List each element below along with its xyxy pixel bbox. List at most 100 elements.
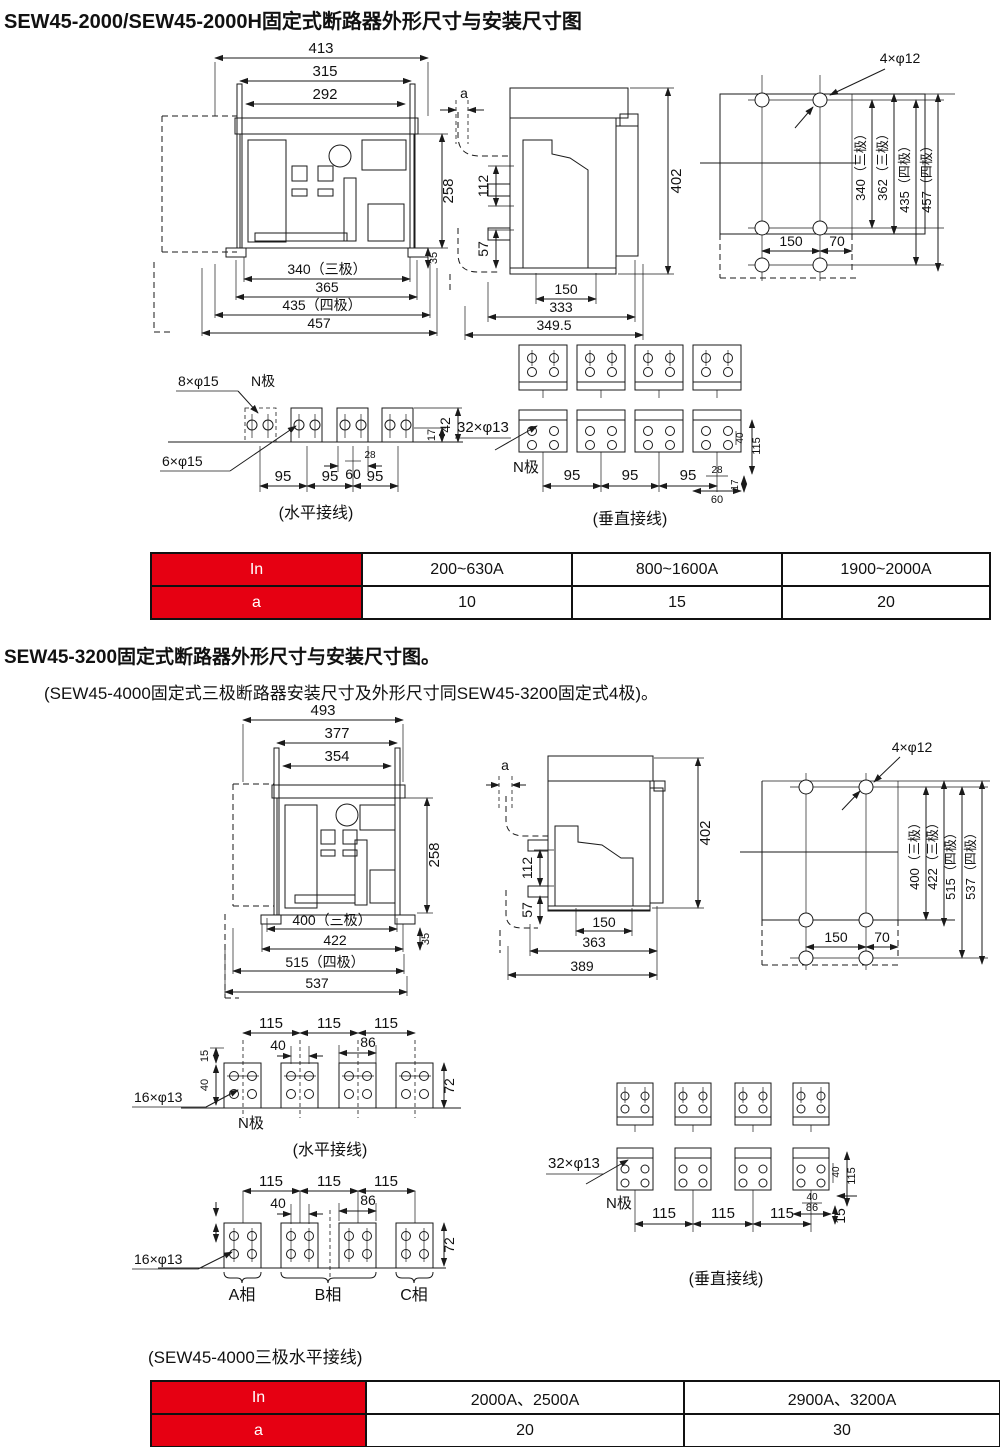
dim-holes2-150: 150 (824, 929, 848, 945)
holes1-dimensions: 340（三极） 362（三极） 435（四极） 457（四极） 150 70 (761, 93, 942, 272)
dim-front2-35: 35 (420, 933, 432, 945)
dim-side2-112: 112 (519, 857, 535, 880)
vert2-top-blocks (616, 1082, 830, 1132)
on-button (317, 165, 334, 182)
dim-holes2-422: 422（三极） (925, 816, 940, 890)
caption-vertical-wiring-2: (垂直接线) (689, 1270, 764, 1288)
dim-side1-a: a (460, 85, 468, 101)
dim-front1-35: 35 (428, 252, 440, 264)
busbar-dashed-lower (457, 228, 498, 273)
dim-holes2-70: 70 (874, 929, 890, 945)
dim-front2-422: 422 (323, 932, 347, 948)
label-32xphi13: 32×φ13 (548, 1155, 600, 1172)
off-button (320, 829, 336, 845)
dim-28: 28 (364, 450, 376, 461)
dim-front1-340: 340（三极） (287, 261, 366, 277)
drawout-dashed-hook (224, 914, 239, 999)
terminal-group-n (244, 407, 277, 443)
mounting-foot-right (394, 914, 416, 925)
dim-42: 42 (437, 417, 453, 433)
horizontal-wiring-1-drawing: 8×φ15 N极 6×φ15 95 95 95 60 28 42 17 (160, 373, 463, 522)
drawout-dashed-hook (153, 262, 174, 333)
busbar-dashed-upper (505, 796, 548, 837)
side-view-2-drawing: a 112 57 402 150 363 389 (486, 755, 714, 980)
dim-front1-413: 413 (308, 40, 333, 57)
dim-40: 40 (831, 1166, 842, 1178)
breaker-side-body (449, 87, 639, 294)
horiz2-blocks (223, 1040, 434, 1118)
label-holes1-4xphi12: 4×φ12 (880, 50, 921, 66)
side1-dimensions: a 112 57 402 150 333 349.5 (440, 85, 685, 340)
dim-17: 17 (730, 479, 741, 491)
dim-front1-292: 292 (312, 86, 337, 103)
table1-in-cell: 800~1600A (571, 552, 783, 587)
side2-dimensions: a 112 57 402 150 363 389 (486, 757, 714, 980)
label-32xphi13: 32×φ13 (457, 419, 509, 436)
table1-a-cell: 20 (781, 585, 991, 620)
dim-60: 60 (345, 466, 361, 482)
mounting-foot-right (407, 247, 429, 258)
mounting-foot-left (260, 914, 282, 925)
dim-86: 86 (360, 1034, 376, 1050)
dim-115: 115 (317, 1015, 341, 1032)
phase-wiring-drawing: 115 115 115 40 86 72 16×φ13 A相 B相 C相 (132, 1173, 457, 1304)
phase-braces: A相 B相 C相 (223, 1271, 434, 1304)
charge-handle-icon (335, 803, 359, 827)
mounting-holes-1-drawing: 4×φ12 340（三极） 362（三极） 435（四极） 457（四极） 15… (700, 50, 955, 281)
section2-title: SEW45-3200固定式断路器外形尺寸与安装尺寸图。 (4, 647, 441, 668)
section1-title: SEW45-2000/SEW45-2000H固定式断路器外形尺寸与安装尺寸图 (4, 11, 582, 33)
dim-holes2-537: 537（四极） (963, 826, 978, 900)
dim-front2-377: 377 (324, 725, 349, 742)
dim-95: 95 (680, 467, 697, 484)
vert1-dimensions: 95 95 95 40 115 28 60 17 (542, 419, 763, 506)
dim-side1-349.5: 349.5 (536, 317, 571, 333)
front-view-1-drawing: 413 315 292 258 35 340（三极） 365 435（四极） 4… (153, 40, 457, 337)
table2-in-cell: 2900A、3200A (683, 1380, 1000, 1415)
dim-95: 95 (622, 467, 639, 484)
dim-front2-258: 258 (426, 842, 443, 867)
caption-horizontal-wiring-1: (水平接线) (279, 504, 354, 522)
caption-vertical-wiring-1: (垂直接线) (593, 510, 668, 528)
table-row: a 20 30 (150, 1413, 1000, 1447)
bottom-caption: (SEW45-4000三极水平接线) (148, 1348, 363, 1367)
terminal-group (381, 407, 414, 443)
on-button (342, 829, 358, 845)
phase-dimensions: 115 115 115 40 86 72 (212, 1173, 457, 1267)
holes2-dimensions: 400（三极） 422（三极） 515（四极） 537（四极） 150 70 (805, 780, 986, 965)
table1-a-cell: 10 (361, 585, 573, 620)
dim-front2-354: 354 (324, 748, 349, 765)
mounting-foot-left (225, 247, 247, 258)
phase-blocks (223, 1210, 434, 1278)
holes2-holes (798, 779, 874, 966)
dim-side2-389: 389 (570, 958, 594, 974)
terminal-group (336, 407, 369, 443)
dim-72: 72 (441, 1237, 457, 1253)
table2-a-cell: 30 (683, 1413, 1000, 1447)
busbar-dashed-lower (505, 890, 538, 929)
table1-a-cell: 15 (571, 585, 783, 620)
busbar-dashed-upper (457, 112, 510, 157)
dim-115: 115 (259, 1015, 283, 1032)
holes1-grid (700, 75, 955, 281)
spec-table-2: In 2000A、2500A 2900A、3200A a 20 30 (150, 1380, 1000, 1447)
vert2-dimensions: 115 115 115 40 115 40 86 15 (634, 1151, 858, 1232)
label-n-pole: N极 (606, 1195, 632, 1212)
dim-side1-112: 112 (475, 175, 491, 198)
dim-15: 15 (199, 1050, 211, 1062)
dim-side2-363: 363 (582, 934, 606, 950)
label-phase-a: A相 (229, 1286, 256, 1304)
table-row: In 200~630A 800~1600A 1900~2000A (150, 552, 991, 587)
dim-front2-493: 493 (310, 702, 335, 719)
holes1-holes (754, 92, 828, 273)
dim-holes2-400: 400（三极） (907, 816, 922, 890)
label-phase-c: C相 (400, 1286, 428, 1304)
terminal-stub-upper (487, 183, 511, 197)
table1-in-header: In (150, 552, 363, 587)
dim-front1-258: 258 (440, 178, 457, 203)
dim-115: 115 (846, 1167, 858, 1185)
dim-40: 40 (270, 1037, 286, 1053)
dim-15: 15 (832, 1208, 848, 1224)
dim-115: 115 (374, 1173, 398, 1190)
dim-holes1-457: 457（四极） (919, 139, 934, 213)
